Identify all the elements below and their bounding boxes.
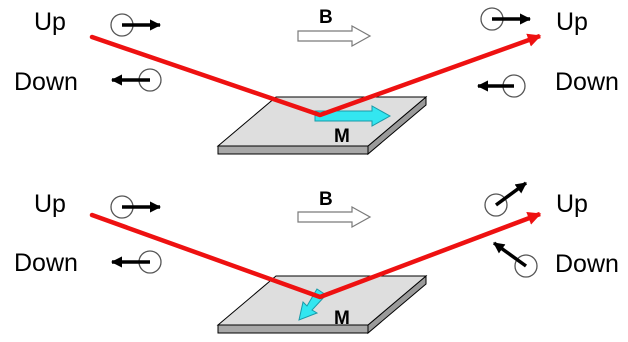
- spin-up-icon-right: [480, 7, 532, 31]
- panel-parallel: M B Up Down Up Down: [14, 7, 619, 156]
- up-label-left: Up: [34, 8, 66, 36]
- down-label-right: Down: [555, 68, 619, 96]
- up-label-right: Up: [556, 8, 588, 36]
- field-label: B: [319, 7, 333, 28]
- sample-plate-bottom: [216, 274, 428, 335]
- field-arrow-bottom: [297, 205, 372, 229]
- spin-up-icon-left: [110, 13, 162, 37]
- up-label-right-bottom: Up: [556, 190, 588, 218]
- spin-down-icon-left-bottom: [110, 250, 162, 274]
- field-label-bottom: B: [319, 189, 333, 210]
- spin-up-icon-right-bottom: [484, 181, 528, 217]
- panel-tilted: M B Up Down Up Down: [14, 181, 619, 335]
- down-label-right-bottom: Down: [555, 250, 619, 278]
- magnetization-label-bottom: M: [334, 308, 350, 329]
- spin-down-icon-right: [476, 74, 526, 98]
- incident-beam-bottom: [89, 212, 323, 300]
- incident-beam: [89, 34, 323, 118]
- spin-down-icon-right-bottom: [492, 241, 538, 278]
- field-arrow: [297, 24, 372, 48]
- spin-down-icon-left: [110, 68, 162, 92]
- magnetization-label: M: [334, 126, 350, 147]
- spin-up-icon-left-bottom: [110, 195, 162, 219]
- reflected-beam: [319, 33, 542, 118]
- sample-plate: [216, 95, 428, 156]
- down-label-left: Down: [14, 68, 78, 96]
- up-label-left-bottom: Up: [34, 190, 66, 218]
- reflected-beam-bottom: [319, 211, 542, 300]
- down-label-left-bottom: Down: [14, 249, 78, 277]
